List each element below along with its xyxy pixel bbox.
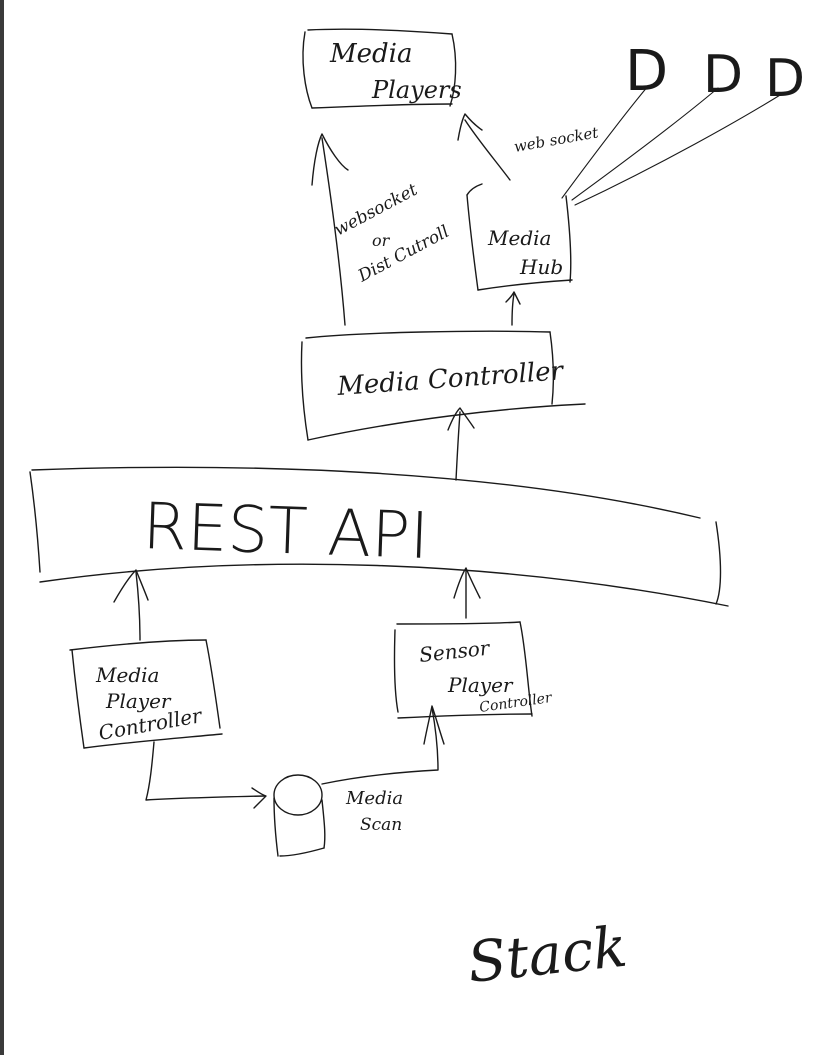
media-store-cylinder: Media Scan xyxy=(273,774,403,857)
device-1: D xyxy=(625,39,668,104)
websocket-left-label-3: Dist Cutroll xyxy=(354,222,453,287)
websocket-arrow-top: web socket xyxy=(457,113,601,181)
device-icons: D D D xyxy=(625,39,805,109)
media-players-label-2: Players xyxy=(371,76,462,104)
device-connections xyxy=(561,85,786,206)
store-to-sensor-controller-connector xyxy=(321,705,445,785)
stack-label: Stack xyxy=(465,915,630,996)
device-3: D xyxy=(765,49,805,109)
rest-api-box: REST API xyxy=(29,466,729,607)
media-hub-box: Media Hub xyxy=(466,183,573,291)
media-players-label-1: Media xyxy=(329,39,412,69)
media-store-label-1: Media xyxy=(345,788,403,809)
websocket-arrow-left: websocket or Dist Cutroll xyxy=(311,133,453,326)
websocket-top-label: web socket xyxy=(513,123,601,156)
media-player-controller-label-2: Player xyxy=(105,689,172,713)
sensor-player-controller-label-1: Sensor xyxy=(418,636,492,667)
media-controller-label: Media Controller xyxy=(335,356,565,402)
sensor-player-controller-label-2: Player xyxy=(447,673,514,697)
websocket-left-label-2: or xyxy=(372,231,391,250)
media-hub-label-2: Hub xyxy=(519,255,563,279)
rest-api-label: REST API xyxy=(141,490,430,574)
media-controller-box: Media Controller xyxy=(300,330,586,441)
rest-to-controller-arrow xyxy=(447,407,475,481)
window-left-border xyxy=(0,0,4,1055)
media-store-label-2: Scan xyxy=(360,815,402,835)
media-hub-label-1: Media xyxy=(487,226,551,250)
sensor-controller-to-rest-arrow xyxy=(453,567,481,619)
controller-to-hub-arrow xyxy=(505,291,521,326)
media-players-box: Media Players xyxy=(302,28,462,109)
player-controller-to-store-connector xyxy=(145,741,267,809)
media-player-controller-box: Media Player Controller xyxy=(69,639,223,749)
sensor-player-controller-box: Sensor Player Controller xyxy=(393,621,554,719)
player-controller-to-rest-arrow xyxy=(113,569,149,641)
media-player-controller-label-1: Media xyxy=(95,663,159,687)
